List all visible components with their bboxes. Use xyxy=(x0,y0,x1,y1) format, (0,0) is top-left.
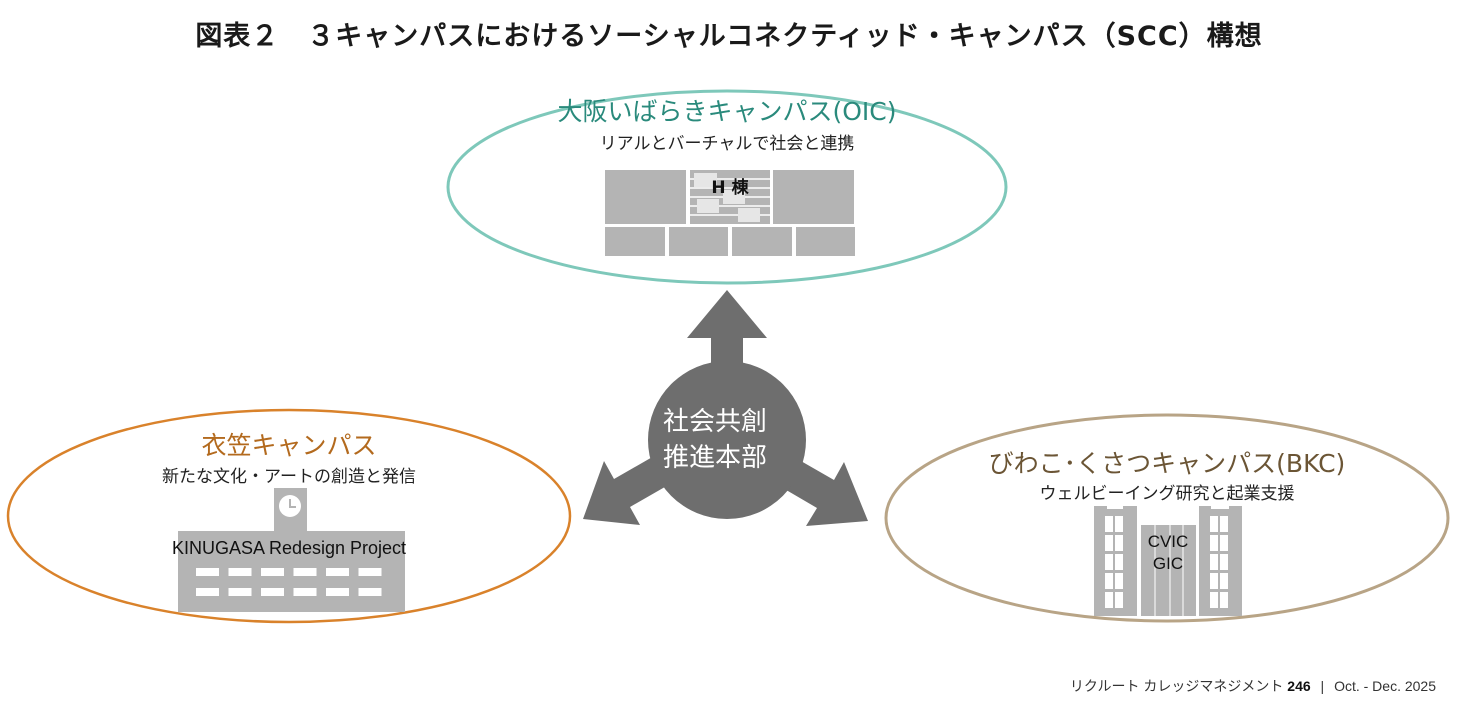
window xyxy=(1220,573,1228,589)
window xyxy=(1115,535,1123,551)
window xyxy=(1210,554,1218,570)
window xyxy=(293,568,317,576)
window xyxy=(358,588,382,596)
kinugasa-ellipse xyxy=(6,408,572,624)
window xyxy=(1105,554,1113,570)
window xyxy=(228,568,252,576)
publication-period: Oct. - Dec. 2025 xyxy=(1334,678,1436,694)
oic-campus-name: 大阪いばらきキャンパス(OIC) xyxy=(557,97,897,126)
window xyxy=(1210,573,1218,589)
hub-label-line1: 社会共創 xyxy=(662,407,767,437)
bkc-campus-tagline: ウェルビーイング研究と起業支援 xyxy=(1039,484,1295,504)
hub-arrows xyxy=(583,290,868,526)
window xyxy=(1210,516,1218,532)
oic-campus-tagline: リアルとバーチャルで社会と連携 xyxy=(599,134,855,154)
window xyxy=(358,568,382,576)
bkc-building-label: CVIC GIC xyxy=(1138,531,1198,575)
window xyxy=(1210,535,1218,551)
kinugasa-campus-tagline: 新たな文化・アートの創造と発信 xyxy=(162,467,416,487)
oic-building-label: H 棟 xyxy=(711,178,749,198)
bkc-building-label-line1: CVIC xyxy=(1147,532,1189,551)
arrow-up-icon xyxy=(687,290,767,380)
window xyxy=(1105,573,1113,589)
window xyxy=(1115,554,1123,570)
kinugasa-building-icon xyxy=(178,488,405,612)
window xyxy=(196,568,219,576)
figure-title: 図表２ ３キャンパスにおけるソーシャルコネクティッド・キャンパス（SCC）構想 xyxy=(195,21,1263,52)
window xyxy=(1210,592,1218,608)
publication-footer: リクルート カレッジマネジメント 246 | Oct. - Dec. 2025 xyxy=(1070,676,1436,696)
window xyxy=(1105,592,1113,608)
kinugasa-campus-name: 衣笠キャンパス xyxy=(201,431,377,460)
kinugasa-building-label: KINUGASA Redesign Project xyxy=(171,538,407,558)
window xyxy=(1115,516,1123,532)
window xyxy=(326,568,349,576)
bkc-building-label-line2: GIC xyxy=(1152,554,1184,573)
bkc-building-icon xyxy=(1094,506,1242,616)
window xyxy=(293,588,317,596)
publication-name: リクルート カレッジマネジメント xyxy=(1069,678,1284,694)
hub-label-line2: 推進本部 xyxy=(662,443,767,473)
window xyxy=(1105,516,1113,532)
window xyxy=(1220,535,1228,551)
oic-building-icon xyxy=(605,170,855,256)
window xyxy=(1115,592,1123,608)
window xyxy=(1220,592,1228,608)
window xyxy=(228,588,252,596)
window xyxy=(261,588,284,596)
footer-separator: | xyxy=(1320,678,1325,694)
bkc-campus-name: びわこ･くさつキャンパス(BKC) xyxy=(988,449,1346,478)
hub-circle xyxy=(648,361,806,519)
oic-ellipse xyxy=(446,89,1008,285)
window xyxy=(1220,554,1228,570)
hub-label: 社会共創 推進本部 xyxy=(640,404,790,476)
window xyxy=(261,568,284,576)
window xyxy=(1105,535,1113,551)
window xyxy=(326,588,349,596)
window xyxy=(1220,516,1228,532)
issue-number: 246 xyxy=(1287,678,1311,694)
window xyxy=(196,588,219,596)
window xyxy=(1115,573,1123,589)
bkc-ellipse xyxy=(884,413,1450,623)
